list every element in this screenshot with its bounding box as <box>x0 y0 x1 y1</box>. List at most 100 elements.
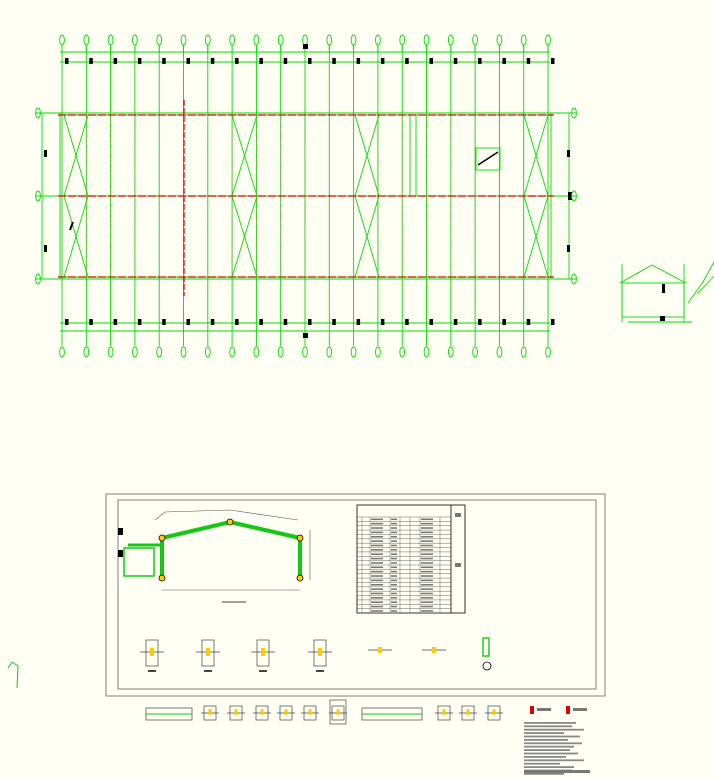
strip-section-highlight <box>208 709 212 715</box>
joint-detail-label <box>316 670 324 672</box>
table-cell-text <box>371 544 383 547</box>
brace-diagonal <box>523 195 549 278</box>
table-cell-text <box>371 553 383 555</box>
roof-plan-view <box>35 34 577 358</box>
table-cell-text <box>391 562 397 564</box>
axis-bubble-bottom <box>253 346 260 358</box>
plan-mark <box>568 192 572 200</box>
note-line <box>524 745 574 748</box>
axis-bubble-bottom <box>156 346 163 358</box>
table-cell-text <box>371 610 383 612</box>
table-cell-text <box>391 544 397 547</box>
frame-node <box>158 534 166 542</box>
column-mark-bottom <box>332 319 336 325</box>
table-cell-text <box>391 535 397 538</box>
column-mark-top <box>186 58 190 64</box>
axis-bubble-bottom <box>423 346 430 358</box>
brace-diagonal <box>231 195 258 278</box>
table-cell-text <box>371 531 383 534</box>
table-side-text <box>455 563 461 567</box>
table-cell-text <box>371 566 383 569</box>
strip-section-highlight <box>336 709 340 715</box>
column-mark-top <box>89 58 93 64</box>
table-cell-text <box>391 597 397 599</box>
stray-section-mark <box>7 661 19 689</box>
column-mark-top <box>308 58 312 64</box>
strip-section-highlight <box>442 709 446 715</box>
table-cell-text <box>421 553 433 555</box>
note-line <box>524 759 584 762</box>
table-cell-text <box>371 549 383 551</box>
table-cell-text <box>421 522 433 525</box>
general-notes <box>524 706 590 775</box>
sheet-inner-border <box>117 499 597 690</box>
frame-node <box>158 574 166 582</box>
axis-bubble-right <box>571 107 577 119</box>
axis-label-bottom <box>303 333 308 338</box>
dim-chain-top <box>154 509 299 521</box>
column-mark-top <box>356 58 361 64</box>
table-cell-text <box>391 522 397 525</box>
column-mark-top <box>259 58 263 64</box>
axis-bubble-left <box>35 190 41 202</box>
table-cell-text <box>391 518 397 521</box>
table-cell-text <box>421 575 433 577</box>
table-cell-text <box>421 544 433 547</box>
axis-bubble-right <box>571 190 577 202</box>
frame-node <box>226 518 234 526</box>
side-axis-bubbles <box>35 107 577 285</box>
table-cell-text <box>371 597 383 599</box>
column-mark-bottom <box>162 319 166 325</box>
cross-bracing <box>63 114 549 278</box>
roof-opening-mark <box>477 151 499 166</box>
note-line-last <box>524 770 590 773</box>
table-cell-text <box>371 570 383 573</box>
legend-symbol <box>566 706 570 714</box>
column-mark-bottom <box>526 319 531 325</box>
column-mark-bottom <box>405 319 409 325</box>
note-line <box>524 722 576 724</box>
portal-frame-detail <box>118 509 311 603</box>
note-line <box>524 739 568 741</box>
table-cell-text <box>391 579 397 582</box>
column-mark-bottom <box>502 319 506 325</box>
table-cell-text <box>421 597 433 599</box>
column-mark-bottom <box>259 319 263 325</box>
table-cell-text <box>421 601 433 603</box>
table-cell-text <box>421 566 433 569</box>
red-purlin-lines <box>58 100 554 296</box>
column-mark-bottom <box>65 319 69 325</box>
table-cell-text <box>421 557 433 560</box>
purlin-detail-highlight <box>378 647 382 653</box>
column-mark-top <box>113 58 118 64</box>
joint-detail-label <box>148 670 156 672</box>
strip-section-highlight <box>260 709 264 715</box>
table-cell-text <box>371 575 383 577</box>
joint-detail-highlight <box>318 648 322 656</box>
strip-section-highlight <box>466 709 470 715</box>
legend-text <box>537 708 551 711</box>
table-cell-text <box>391 570 397 573</box>
table-cell-text <box>371 605 383 608</box>
strip-section-highlight <box>234 709 238 715</box>
axis-bubble-bottom <box>350 346 357 358</box>
column-mark-bottom <box>113 319 118 325</box>
joint-detail <box>201 639 215 667</box>
strip-section-highlight <box>284 709 288 715</box>
table-cell-text <box>421 527 433 529</box>
table-cell-text <box>421 549 433 551</box>
axis-bubble-bottom <box>447 346 454 358</box>
column-mark-top <box>429 58 433 64</box>
roof-opening-box <box>475 147 501 171</box>
column-mark-top <box>502 58 506 64</box>
drawing-sheet <box>105 493 606 697</box>
bottom-detail-strip <box>145 699 503 725</box>
table-cell-text <box>391 588 397 590</box>
table-cell-text <box>391 592 397 595</box>
note-line <box>524 728 584 731</box>
column-mark-bottom <box>186 319 190 325</box>
note-line <box>524 735 580 738</box>
axis-bubble-bottom <box>545 346 551 358</box>
